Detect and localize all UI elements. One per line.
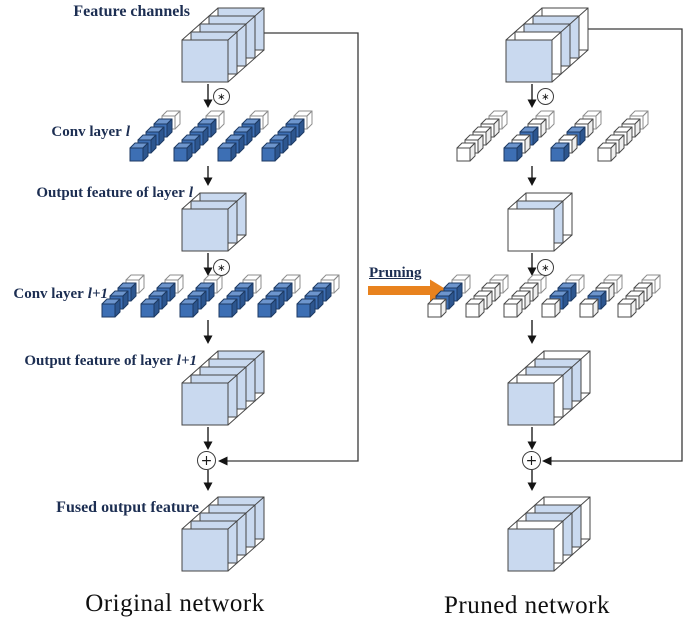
addition-operator-icon: + (522, 451, 541, 470)
label-feature-channels: Feature channels (73, 3, 190, 20)
right-stack-feature-channels (505, 7, 589, 83)
right-stack-output-layer-l1 (507, 350, 591, 426)
flow-arrows-right (527, 84, 537, 491)
left-kernels-conv-layer-l (129, 110, 313, 162)
left-stack-fused-output (181, 496, 265, 572)
caption-original-network: Original network (85, 590, 265, 617)
convolution-operator-icon: ∗ (537, 259, 554, 276)
flow-arrows-left (203, 84, 213, 491)
right-kernels-conv-layer-l1 (427, 274, 661, 318)
label-fused-output-feature: Fused output feature (56, 499, 199, 516)
pruning-arrow-icon (368, 279, 448, 302)
convolution-operator-icon: ∗ (537, 88, 554, 105)
caption-pruned-network: Pruned network (444, 592, 610, 619)
skip-connection-left (218, 32, 359, 466)
right-stack-output-layer-l (507, 192, 573, 252)
convolution-operator-icon: ∗ (213, 259, 230, 276)
left-stack-feature-channels (181, 7, 265, 83)
right-kernels-conv-layer-l (456, 110, 649, 162)
left-stack-output-layer-l (181, 192, 247, 252)
addition-operator-icon: + (197, 451, 216, 470)
right-stack-fused-output (507, 496, 591, 572)
label-pruning: Pruning (369, 265, 422, 281)
convolution-operator-icon: ∗ (213, 88, 230, 105)
skip-connection-right (542, 28, 683, 466)
left-stack-output-layer-l1 (181, 350, 265, 426)
left-kernels-conv-layer-l1 (101, 274, 340, 318)
